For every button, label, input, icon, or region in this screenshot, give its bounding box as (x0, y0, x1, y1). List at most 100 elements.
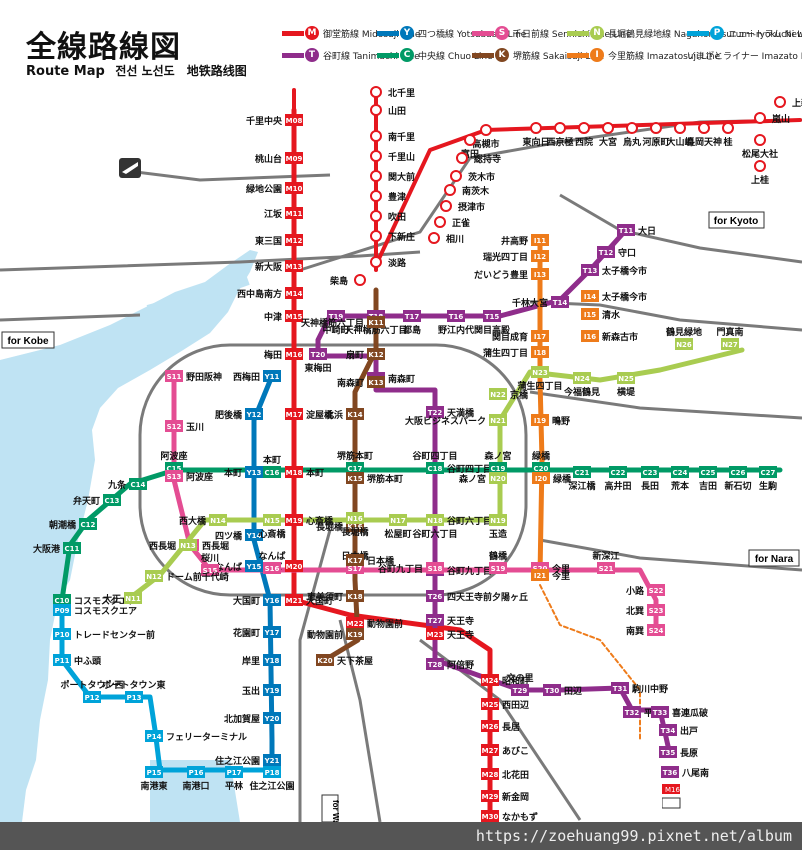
station-marker-165[interactable]: 河原町 (642, 122, 670, 148)
station-marker-146[interactable]: 吹田 (370, 210, 406, 223)
station-marker-167[interactable]: 大宮 (599, 122, 617, 148)
station-marker-144[interactable]: 関大前 (370, 170, 415, 183)
station-marker-164[interactable]: 大山崎 (666, 122, 694, 148)
station-marker-156[interactable]: 正雀 (434, 216, 470, 229)
station-marker-141[interactable]: 山田 (370, 104, 406, 117)
station-marker-158[interactable]: 上新庄 (774, 96, 802, 109)
station-marker-143[interactable]: 千里山 (370, 150, 415, 163)
station-marker-161[interactable]: 上桂 (751, 160, 769, 186)
station-marker-162[interactable]: 桂 (722, 122, 734, 148)
direction-tag-kyoto[interactable]: for Kyoto (708, 211, 765, 229)
station-marker-166[interactable]: 烏丸 (623, 122, 642, 148)
station-marker-154[interactable]: 南茨木 (444, 184, 490, 197)
station-marker-157[interactable]: 相川 (428, 232, 464, 245)
direction-tag-kobe[interactable]: for Kobe (1, 331, 55, 349)
station-marker-140[interactable]: 北千里 (370, 86, 415, 99)
station-marker-152[interactable]: 総持寺 (456, 152, 501, 165)
direction-tag-nara[interactable]: for Nara (748, 549, 800, 567)
station-marker-163[interactable]: 長岡天神 (686, 122, 722, 148)
